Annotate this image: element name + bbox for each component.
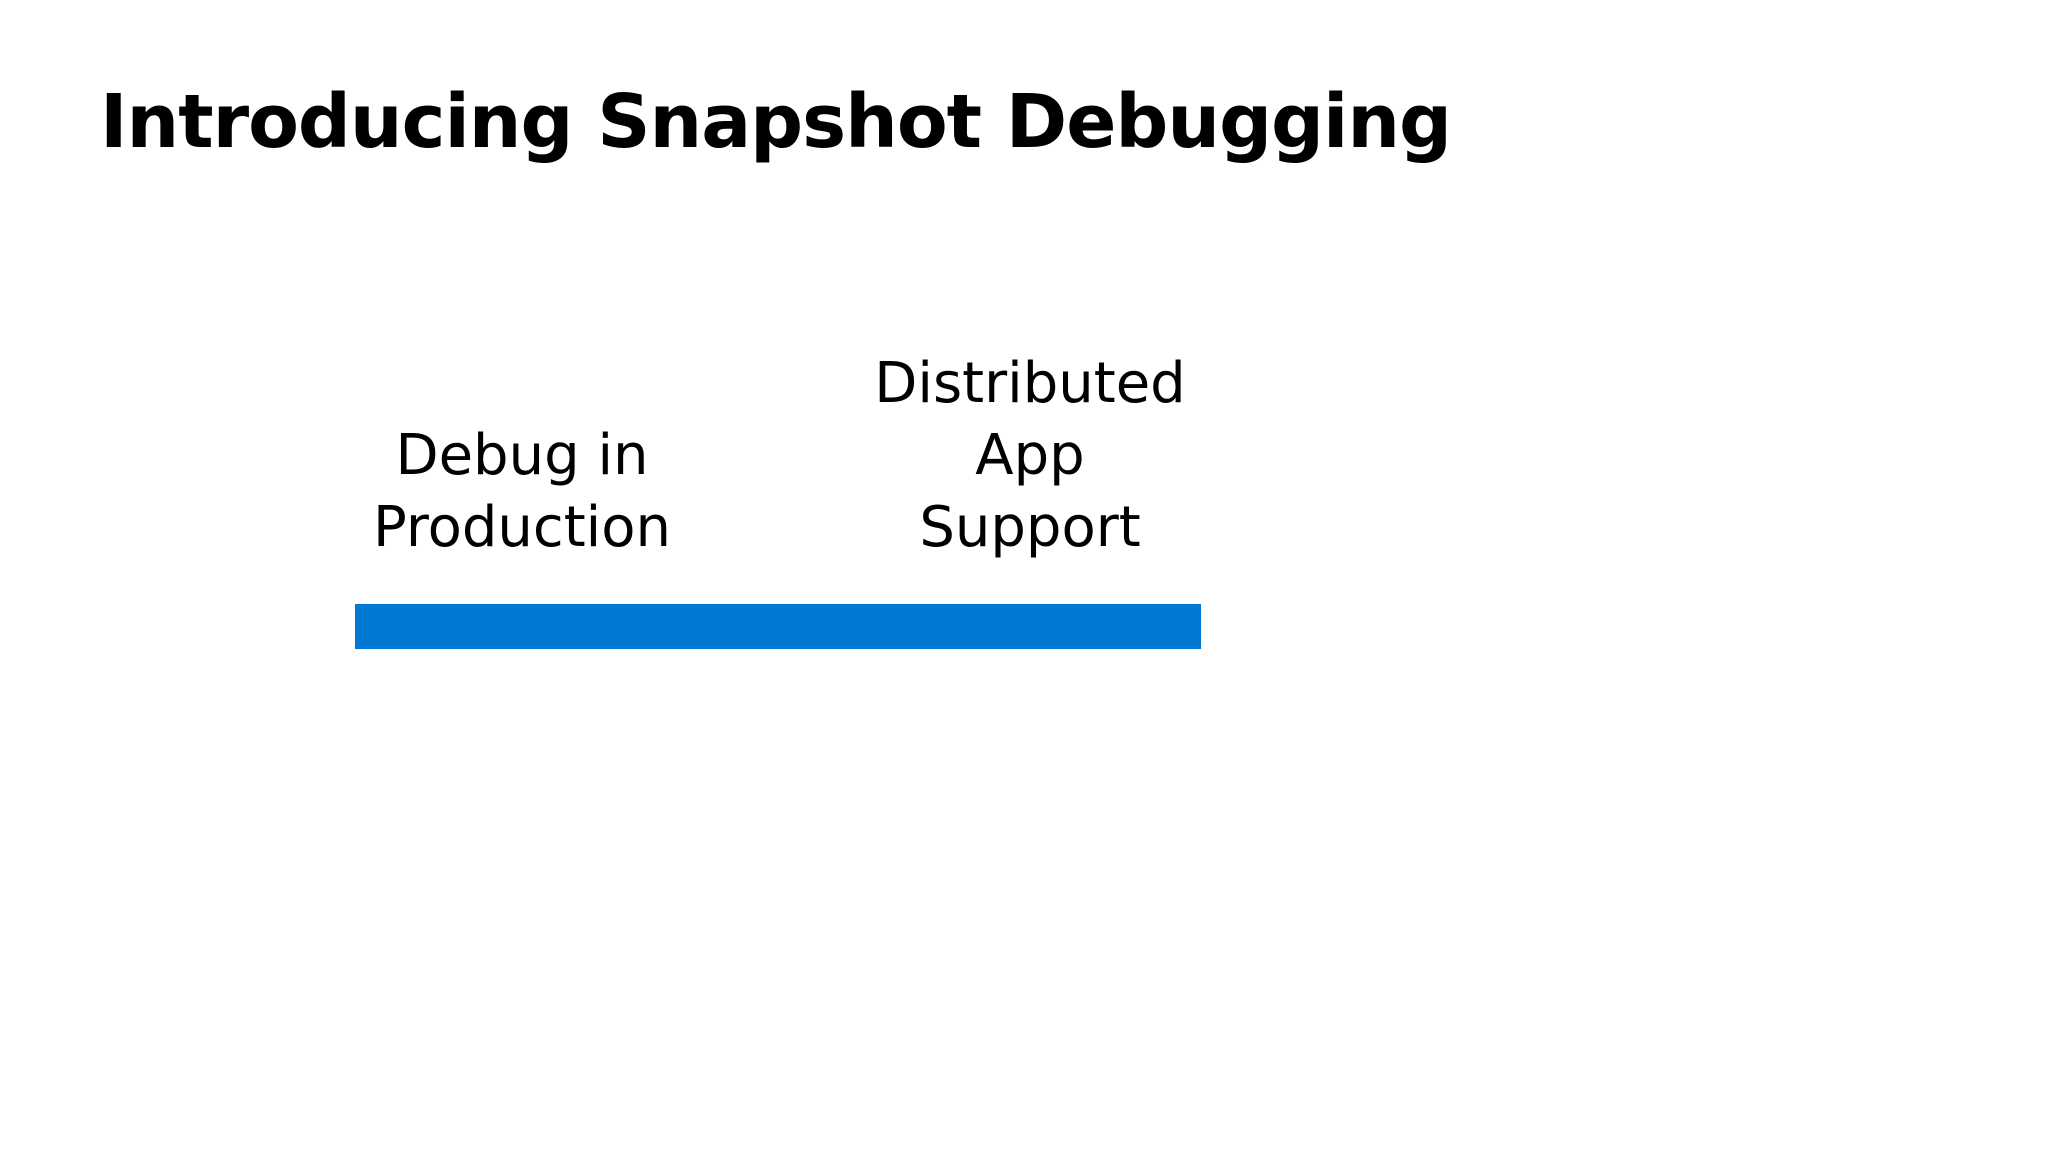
- pillar-distributed-app-support: Distributed App Support: [860, 348, 1200, 564]
- pillar-label-line: Production: [373, 495, 671, 560]
- accent-bar: [355, 604, 1201, 649]
- pillar-label-line: App: [975, 423, 1085, 488]
- pillar-label-line: Support: [919, 495, 1141, 560]
- pillar-debug-in-production: Debug in Production: [352, 420, 692, 564]
- pillar-label-line: Distributed: [874, 351, 1186, 416]
- pillar-label-line: Debug in: [395, 423, 649, 488]
- slide-title: Introducing Snapshot Debugging: [100, 79, 1452, 165]
